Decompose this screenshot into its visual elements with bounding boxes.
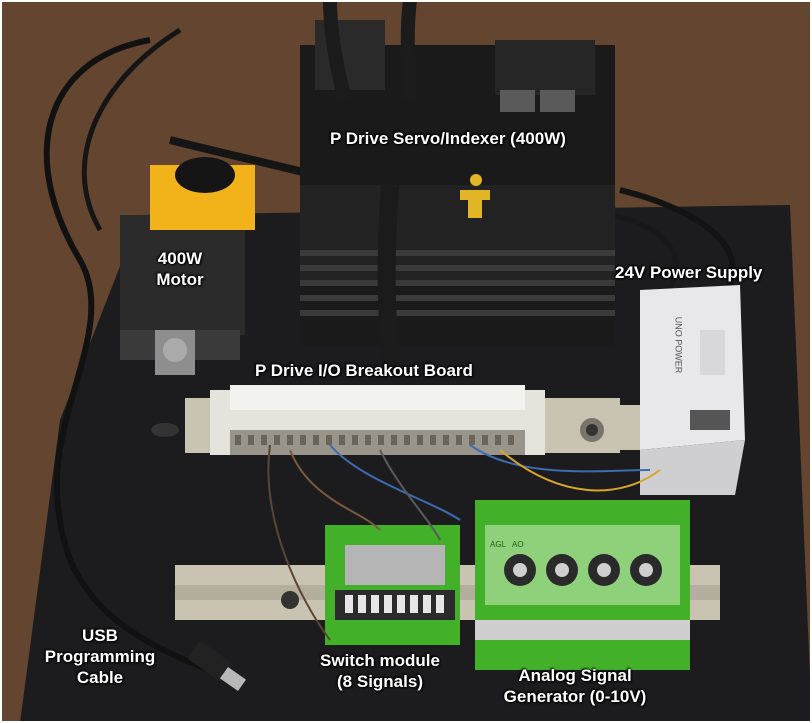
label-usb-line3: Cable: [76, 668, 124, 687]
analog-generator: [475, 500, 690, 670]
power-supply: [640, 285, 745, 495]
breakout-board: [210, 385, 545, 455]
label-motor-line2: Motor: [156, 270, 204, 289]
drive-logo: [460, 190, 490, 218]
usb-connector: [188, 641, 247, 692]
label-usb: USB Programming Cable: [40, 625, 160, 688]
servo-motor: [120, 157, 255, 375]
label-usb-line1: USB: [82, 626, 118, 645]
servo-drive: [300, 20, 615, 345]
label-analog-line2: Generator (0-10V): [503, 687, 647, 706]
switch-module: [325, 525, 460, 645]
label-breakout: P Drive I/O Breakout Board: [255, 361, 473, 380]
power-brand-marking: UNO POWER: [673, 316, 684, 374]
label-switch-line1: Switch module: [320, 651, 440, 670]
knob-label-alt: AGL: [490, 540, 507, 549]
label-switch-line2: (8 Signals): [337, 672, 423, 691]
label-motor-line1: 400W: [157, 249, 203, 268]
usb-cable: [43, 37, 212, 673]
label-analog-line1: Analog Signal: [518, 666, 632, 685]
label-analog: Analog Signal Generator (0-10V): [485, 665, 665, 707]
label-drive: P Drive Servo/Indexer (400W): [330, 129, 566, 148]
knob-label: AO: [512, 540, 524, 549]
label-switch: Switch module (8 Signals): [305, 650, 455, 692]
label-usb-line2: Programming: [44, 647, 156, 666]
label-motor: 400W Motor: [145, 248, 215, 290]
label-power-supply: 24V Power Supply: [615, 263, 763, 282]
